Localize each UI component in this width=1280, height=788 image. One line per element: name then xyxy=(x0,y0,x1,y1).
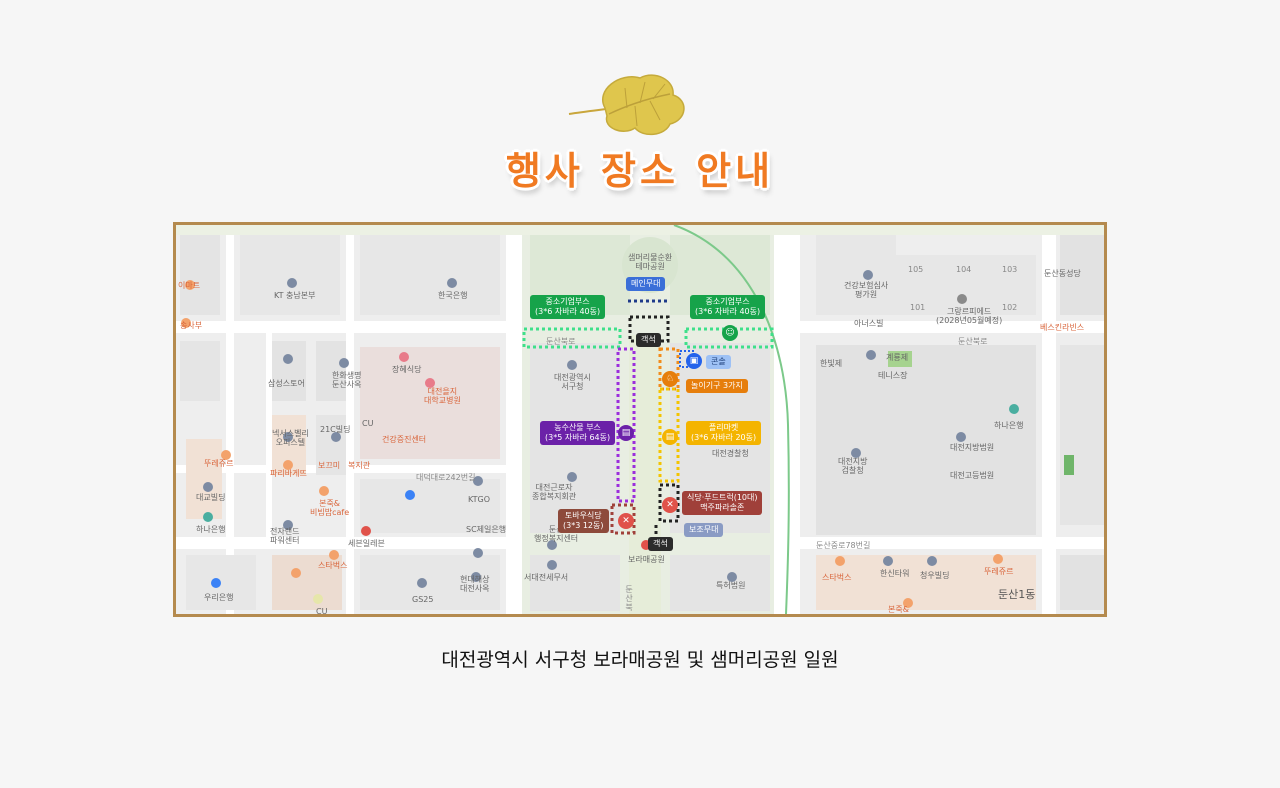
dunsan-bukro-left-label: 둔산북로 xyxy=(546,337,576,346)
bonjuk2-label: 본죽& xyxy=(888,605,909,614)
bokgimi-label: 보끄미 xyxy=(318,461,341,470)
bldg101-label: 101 xyxy=(910,303,926,312)
police-label: 대전경찰청 xyxy=(712,449,749,458)
cu-bottom-label: CU xyxy=(316,607,328,616)
toilet-icon: ▣ xyxy=(686,353,702,369)
geongang-center-label: 건강증진센터 xyxy=(382,435,427,444)
anesel-label: 아너스빌 xyxy=(854,319,884,328)
jibang-court-label: 대전지방법원 xyxy=(950,443,995,452)
main-stage-tag: 메인무대 xyxy=(626,277,666,291)
daegyo-label: 대교빌딩 xyxy=(196,493,226,502)
patent-court-label: 특허법원 xyxy=(716,581,746,590)
toilet-tag: 콘솔 xyxy=(706,355,731,369)
bldg102-label: 102 xyxy=(1002,303,1018,312)
starbucks-right-label: 스타벅스 xyxy=(822,573,852,582)
flea-market-tag: 플리마켓(3*6 자바라 20동) xyxy=(686,421,762,445)
grand-label: 그랑르피에드(2028년05월예정) xyxy=(936,307,1003,326)
daedeokdaero-label: 대덕대로242번길 xyxy=(416,473,476,482)
samsung-label: 삼성스토어 xyxy=(268,379,305,388)
sme-booth-left-tag: 중소기업부스(3*6 자바라 40동) xyxy=(530,295,606,319)
gyeryong-label: 계룡제 xyxy=(886,353,909,362)
bldg104-label: 104 xyxy=(956,265,972,274)
seodaejeon-label: 서대전세무서 xyxy=(524,573,569,582)
page-title: 행사 장소 안내 xyxy=(505,149,775,193)
seat-top-tag: 객석 xyxy=(636,333,661,347)
ilsin-label: 한신타워 xyxy=(880,569,910,578)
cu-top-label: CU xyxy=(362,419,374,428)
emart-label: 이마트 xyxy=(178,281,201,290)
dunsan-jungro-label: 둔산중로78번길 xyxy=(816,541,871,550)
seven-label: 세븐일레븐 xyxy=(348,539,385,548)
touslesjours-label: 뚜레쥬르 xyxy=(204,459,234,468)
tobaewoo-icon: ✕ xyxy=(618,513,634,529)
location-caption: 대전광역시 서구청 보라매공원 및 샘머리공원 일원 xyxy=(441,649,839,671)
tobaewoo-tag: 토바우식당(3*3 12동) xyxy=(558,509,609,533)
bonjuk-label: 본죽&비빔밥cafe xyxy=(310,499,350,518)
hanbit-label: 한빛제 xyxy=(820,359,843,368)
sub-stage-tag: 보조무대 xyxy=(684,523,724,537)
kookmin-label: 한국은행 xyxy=(438,291,468,300)
seat-bottom-tag: 객석 xyxy=(648,537,673,551)
bestcorner-label: 베스킨라빈스 xyxy=(1040,323,1085,332)
goho-court-label: 대전고등법원 xyxy=(950,471,995,480)
flea-market-icon: ▤ xyxy=(662,429,678,445)
play-ride-icon: ♘ xyxy=(662,371,678,387)
boramae-label: 보라매공원 xyxy=(628,555,665,564)
play-ride-tag: 놀이기구 3가지 xyxy=(686,379,748,393)
janghyesikdang-label: 장혜식당 xyxy=(392,365,422,374)
songsabu-label: 송사부 xyxy=(180,321,203,330)
farm-booth-tag: 농수산물 부스(3*5 자바라 64동) xyxy=(540,421,616,445)
uri-label: 우리은행 xyxy=(204,593,234,602)
touslesjours2-label: 뚜레쥬르 xyxy=(984,567,1014,576)
leaf-icon xyxy=(568,74,685,136)
building21-label: 21C빌딩 xyxy=(320,425,351,434)
boksikwan-label: 복지관 xyxy=(348,461,371,470)
bldg105-label: 105 xyxy=(908,265,924,274)
starbucks-left-label: 스타벅스 xyxy=(318,561,348,570)
sme-booth-right-tag: 중소기업부스(3*6 자바라 40동) xyxy=(690,295,766,319)
hana-left-label: 하나은행 xyxy=(196,525,226,534)
dunsan-bukro-right-label: 둔산북로 xyxy=(958,337,988,346)
sme-booth-icon: ☺ xyxy=(722,325,738,341)
dunsan-dong-label: 둔산동성당 xyxy=(1044,269,1081,278)
dunsan1dong-label: 둔산1동 xyxy=(998,588,1036,601)
tennis-label: 테니스장 xyxy=(878,371,908,380)
gs25-label: GS25 xyxy=(412,595,434,604)
dunsan-bukro-vertical-label: 둔산북로 xyxy=(625,585,633,614)
ktgo-label: KTGO xyxy=(468,495,491,504)
paris-label: 파리바게뜨 xyxy=(270,469,307,478)
farm-booth-icon: ▤ xyxy=(618,425,634,441)
cheongwoo-label: 청우빌딩 xyxy=(920,571,950,580)
sc-label: SC제일은행 xyxy=(466,525,507,534)
kt-label: KT 충남본부 xyxy=(274,291,316,300)
food-truck-tag: 식당·푸드트럭(10대)맥주파라솔존 xyxy=(682,491,763,515)
bldg103-label: 103 xyxy=(1002,265,1018,274)
food-icon: ✕ xyxy=(662,497,678,513)
hana-right-label: 하나은행 xyxy=(994,421,1024,430)
